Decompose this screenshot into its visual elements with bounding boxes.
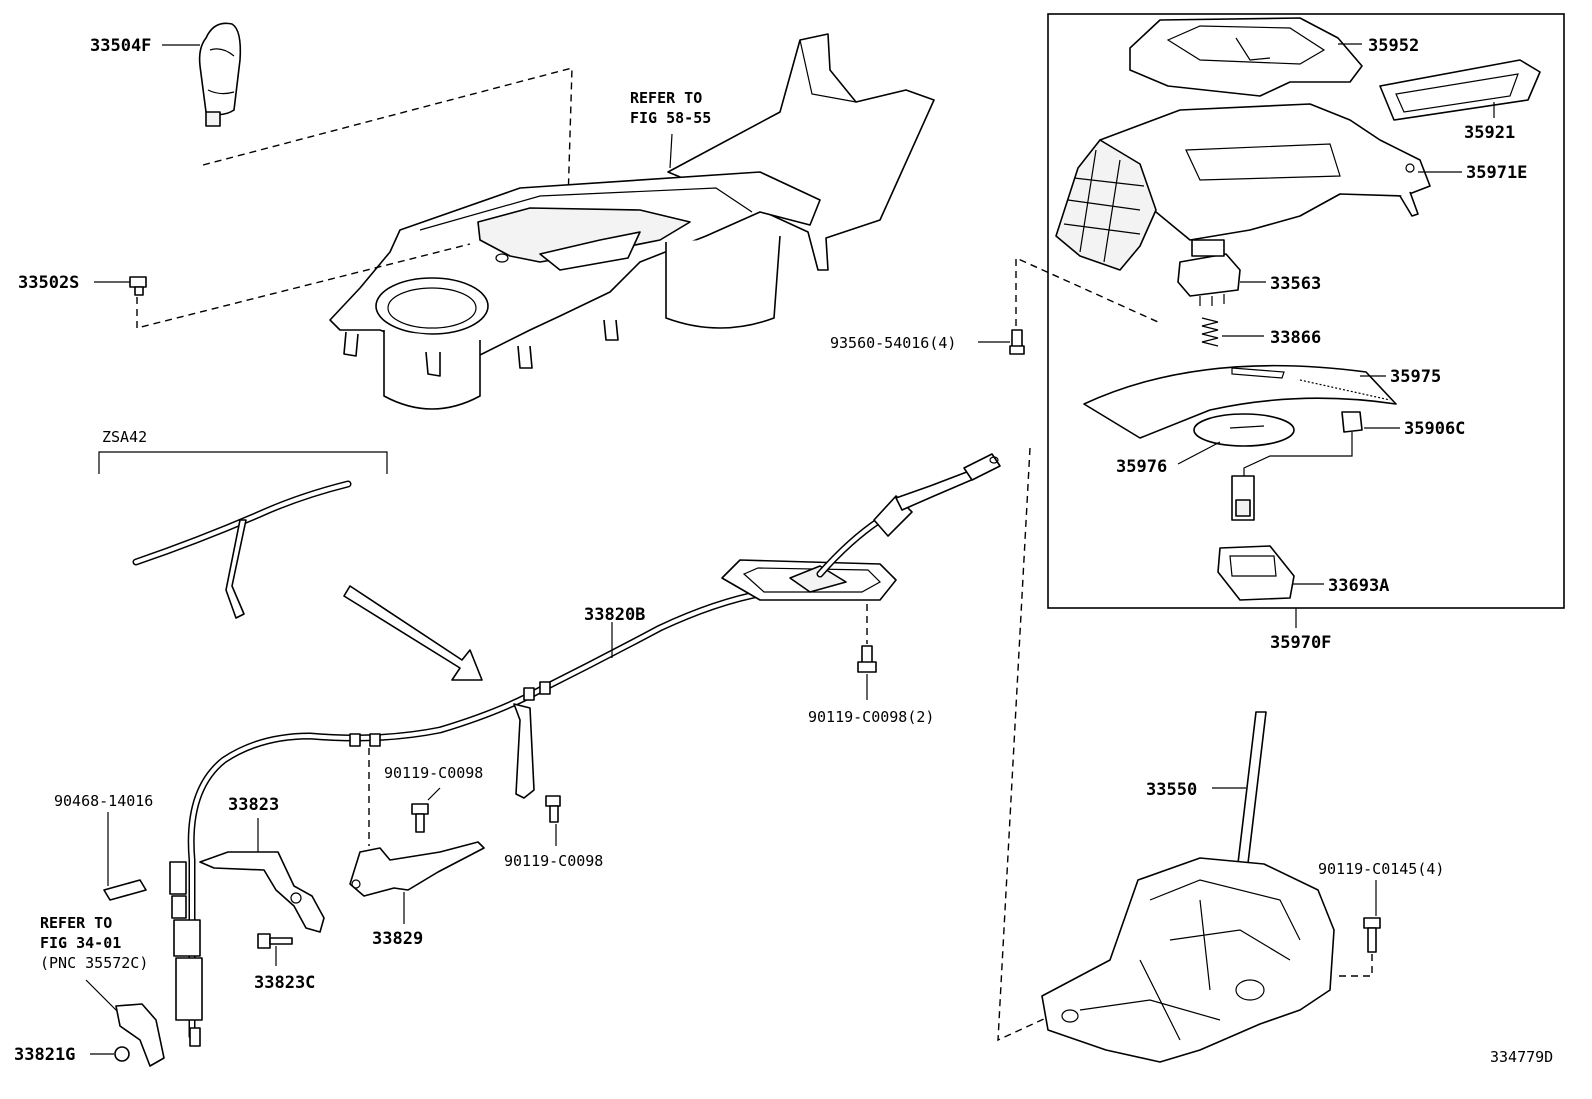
label-33829: 33829 — [372, 929, 423, 949]
shift-lever-33550 — [1041, 711, 1335, 1063]
label-35970F: 35970F — [1270, 633, 1331, 653]
shift-knob — [198, 22, 242, 127]
label-33823: 33823 — [228, 795, 279, 815]
shift-cable-33820B — [169, 453, 1001, 1047]
label-33693A: 33693A — [1328, 576, 1389, 596]
console-ref-line2: FIG 58-55 — [630, 109, 711, 127]
label-33866: 33866 — [1270, 328, 1321, 348]
variant-cable — [132, 480, 352, 619]
inset-frame-35970F — [1047, 13, 1565, 609]
bolt-90119-pair — [857, 645, 877, 673]
label-93560: 93560-54016(4) — [830, 334, 956, 352]
bracket-33829 — [349, 841, 485, 897]
lower-ref-line2: FIG 34-01 — [40, 934, 121, 952]
label-35975: 35975 — [1390, 367, 1441, 387]
label-33563: 33563 — [1270, 274, 1321, 294]
console-ref-line1: REFER TO — [630, 89, 702, 107]
label-33502S: 33502S — [18, 273, 79, 293]
lower-ref-line1: REFER TO — [40, 914, 112, 932]
label-35971E: 35971E — [1466, 163, 1527, 183]
bracket-33823 — [199, 851, 325, 933]
label-90119-b: 90119-C0098 — [504, 852, 603, 870]
part-33693A — [1217, 545, 1295, 601]
solenoid-33563 — [1177, 239, 1241, 306]
label-90468: 90468-14016 — [54, 792, 153, 810]
label-90119-pair: 90119-C0098(2) — [808, 708, 934, 726]
clip-33502S — [129, 276, 147, 296]
dial-35976 — [1193, 413, 1295, 447]
label-35906C: 35906C — [1404, 419, 1465, 439]
label-35952: 35952 — [1368, 36, 1419, 56]
label-90119-a: 90119-C0098 — [384, 764, 483, 782]
retainer-35572C — [115, 1003, 165, 1067]
label-33823C: 33823C — [254, 973, 315, 993]
label-35976: 35976 — [1116, 457, 1167, 477]
label-33550: 33550 — [1146, 780, 1197, 800]
bolt-33823C — [257, 933, 293, 949]
lower-ref-line3: (PNC 35572C) — [40, 954, 148, 972]
switch-35906C — [1231, 411, 1363, 521]
bolt-90119-a — [411, 803, 429, 833]
housing-35971E — [1055, 103, 1431, 271]
spring-33866 — [1201, 317, 1219, 347]
label-33821G: 33821G — [14, 1045, 75, 1065]
console-panel — [329, 33, 935, 410]
bolt-90119-C0145 — [1363, 917, 1381, 953]
label-35921: 35921 — [1464, 123, 1515, 143]
bolt-93560 — [1009, 329, 1025, 355]
direction-arrow — [343, 585, 483, 681]
nut-33821G — [114, 1046, 130, 1062]
variant-label: ZSA42 — [102, 428, 147, 446]
cover-35975 — [1083, 364, 1397, 439]
indicator-35921 — [1379, 59, 1541, 121]
label-33504F: 33504F — [90, 36, 151, 56]
bolt-90119-b — [545, 795, 561, 823]
figure-id: 334779D — [1490, 1048, 1553, 1066]
bezel-35952 — [1129, 17, 1363, 97]
clip-90468 — [103, 879, 147, 901]
label-33820B: 33820B — [584, 605, 645, 625]
label-90119-C0145: 90119-C0145(4) — [1318, 860, 1444, 878]
